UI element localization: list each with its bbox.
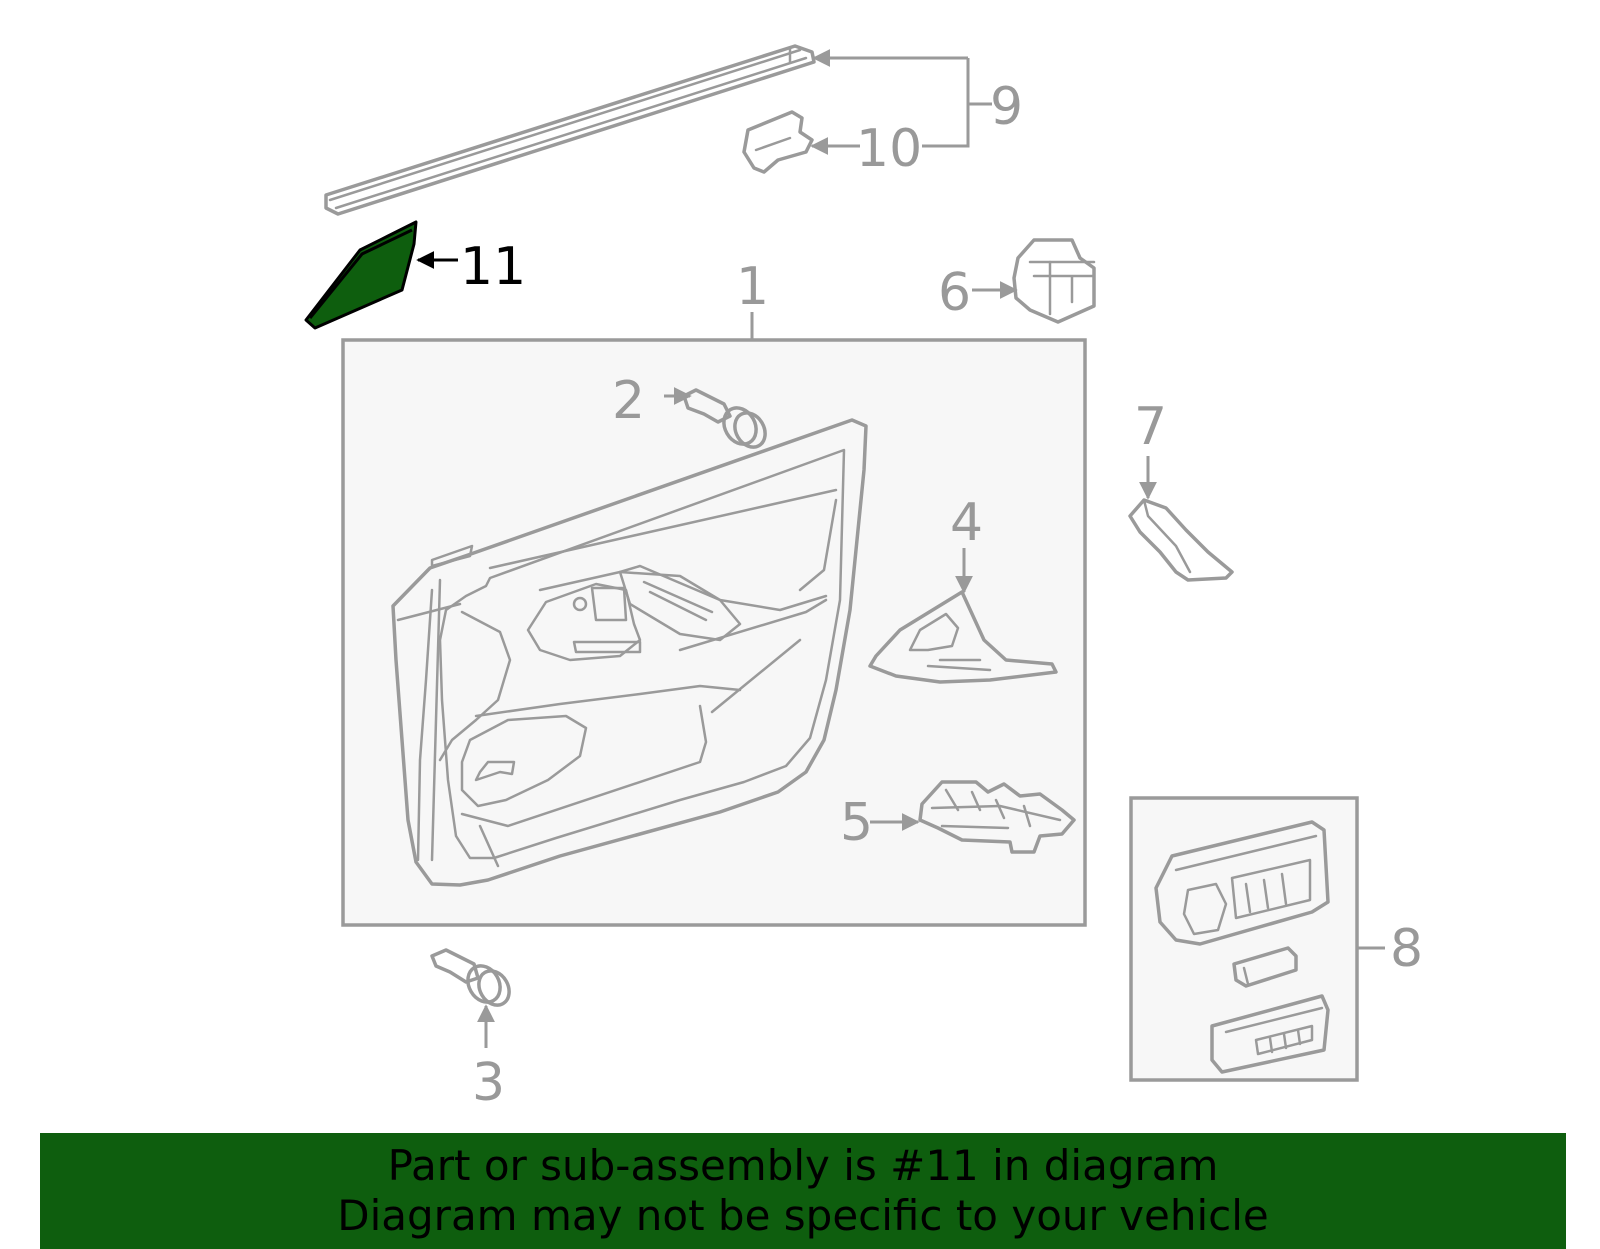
part-11-edge <box>308 228 413 319</box>
label-6: 6 <box>938 263 971 323</box>
banner-line-2: Diagram may not be specific to your vehi… <box>337 1191 1269 1240</box>
part-8-frame <box>1129 796 1359 1082</box>
label-10: 10 <box>856 119 922 179</box>
part-8-switch-assembly[interactable] <box>1154 820 1330 1074</box>
label-7: 7 <box>1134 397 1167 457</box>
part-3-clip[interactable] <box>430 948 515 1011</box>
part-4-bezel[interactable] <box>868 590 1058 684</box>
label-8: 8 <box>1390 919 1423 979</box>
part-11-highlighted[interactable] <box>304 220 418 330</box>
label-5: 5 <box>840 793 873 853</box>
label-1: 1 <box>736 257 769 317</box>
label-4: 4 <box>950 493 983 553</box>
info-banner: Part or sub-assembly is #11 in diagram D… <box>40 1133 1566 1249</box>
part-6-switch[interactable] <box>1012 238 1096 324</box>
part-9-belt-moulding[interactable] <box>324 44 816 216</box>
label-11: 11 <box>460 237 526 297</box>
part-7-cover[interactable] <box>1128 498 1234 582</box>
part-1-door-trim-panel[interactable] <box>391 418 868 887</box>
label-9: 9 <box>990 77 1023 137</box>
label-2: 2 <box>612 371 645 431</box>
part-2-clip[interactable] <box>682 388 771 453</box>
part-1-frame <box>341 338 1087 927</box>
leader-lines <box>416 49 1385 1048</box>
part-5-switch-assembly[interactable] <box>918 780 1076 854</box>
part-10-clip[interactable] <box>742 110 814 174</box>
banner-line-1: Part or sub-assembly is #11 in diagram <box>387 1141 1219 1190</box>
label-3: 3 <box>472 1053 505 1113</box>
